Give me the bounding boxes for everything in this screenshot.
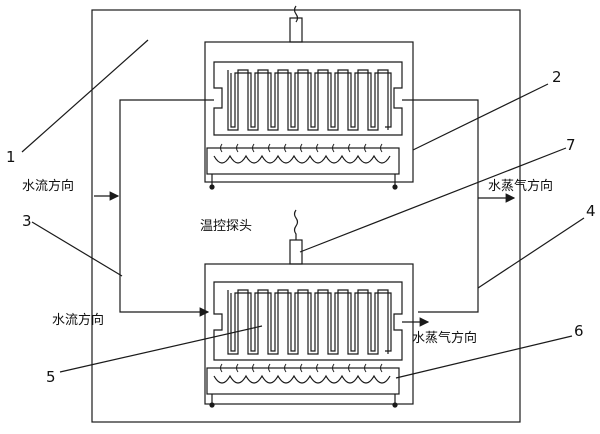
leader-4: [477, 217, 585, 289]
callout-1: 1: [6, 148, 16, 166]
lower-chamber: [213, 281, 403, 361]
lower-heater-box: [206, 367, 400, 395]
callout-4: 4: [586, 202, 596, 220]
lower-flames: [220, 363, 383, 373]
callout-5: 5: [46, 368, 56, 386]
upper-container: [204, 41, 414, 183]
left-water-pipe: [119, 99, 214, 317]
leader-2: [412, 83, 549, 151]
leader-7: [299, 147, 567, 253]
callout-7: 7: [566, 136, 576, 154]
leader-6: [395, 335, 573, 379]
leader-5: [59, 325, 263, 373]
upper-chamber: [213, 61, 403, 136]
label-steam-direction-outlet: 水蒸气方向: [412, 330, 477, 346]
upper-heater-box: [206, 147, 400, 175]
label-water-flow-inlet: 水流方向: [52, 312, 104, 328]
upper-flames: [220, 143, 383, 153]
upper-unit: [204, 5, 414, 190]
upper-serpentine-coil-inner: [230, 72, 392, 128]
callout-3: 3: [22, 212, 32, 230]
upper-serpentine-coil: [227, 69, 389, 131]
lower-probe-wire: [293, 209, 299, 240]
lower-serpentine-coil-inner: [230, 292, 392, 352]
callout-6: 6: [574, 322, 584, 340]
lower-serpentine-coil: [227, 289, 389, 355]
label-water-flow-left: 水流方向: [22, 178, 74, 194]
callout-2: 2: [552, 68, 562, 86]
leader-1: [21, 39, 149, 153]
label-steam-direction-right: 水蒸气方向: [488, 178, 553, 194]
outer-housing: [91, 9, 521, 423]
leader-3: [31, 221, 123, 277]
right-steam-pipe: [402, 99, 479, 313]
lower-unit: [204, 209, 414, 408]
lower-container: [204, 263, 414, 405]
upper-heating-wire: [213, 154, 391, 164]
upper-probe-wire: [293, 5, 299, 23]
label-temp-probe: 温控探头: [200, 219, 252, 234]
lower-heating-wire: [213, 374, 391, 384]
